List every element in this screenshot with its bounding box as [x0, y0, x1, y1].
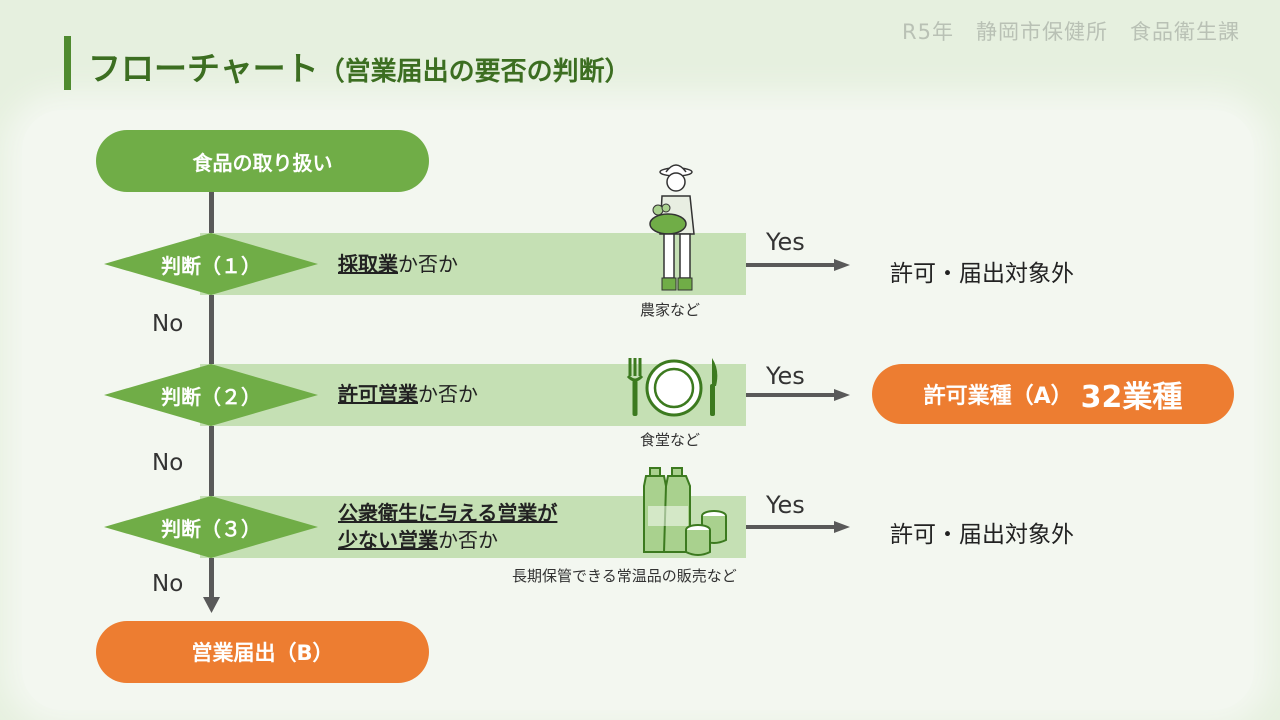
question-3-keyword-2: 少ない営業: [338, 528, 438, 552]
yes-label-2: Yes: [766, 362, 805, 390]
yes-arrow-3: [746, 521, 850, 533]
result-2-permit: 許可業種（A） 32業種: [872, 364, 1234, 424]
caption-2: 食堂など: [640, 431, 701, 449]
end-node: 営業届出（B）: [96, 621, 429, 683]
title-main: フローチャート: [88, 49, 319, 88]
question-3-rest: か否か: [438, 528, 498, 552]
title-accent-bar: [64, 36, 71, 90]
result-2-count: 32業種: [1080, 380, 1183, 415]
start-node: 食品の取り扱い: [96, 130, 429, 192]
question-3: 公衆衛生に与える営業が 少ない営業か否か: [338, 500, 557, 554]
caption-3: 長期保管できる常温品の販売など: [512, 567, 737, 585]
question-2-rest: か否か: [418, 382, 478, 406]
farmer-icon: [649, 164, 695, 291]
question-2: 許可営業か否か: [338, 381, 478, 408]
page-title: フローチャート（営業届出の要否の判断）: [88, 42, 631, 90]
yes-arrow-2: [746, 389, 850, 401]
caption-1: 農家など: [640, 301, 701, 319]
yes-arrow-1: [746, 259, 850, 271]
no-label-3: No: [152, 571, 184, 597]
result-1: 許可・届出対象外: [890, 261, 1074, 287]
fork-plate-knife-icon: [626, 358, 718, 417]
yes-label-3: Yes: [766, 491, 805, 519]
title-subtitle: （営業届出の要否の判断）: [318, 57, 631, 87]
bottles-cans-icon: [643, 467, 727, 556]
no-label-2: No: [152, 450, 184, 476]
yes-label-1: Yes: [766, 228, 805, 256]
question-2-keyword: 許可営業: [338, 382, 418, 406]
result-3: 許可・届出対象外: [890, 522, 1074, 548]
no-label-1: No: [152, 311, 184, 337]
question-1-rest: か否か: [398, 252, 458, 276]
question-3-keyword: 公衆衛生に与える営業が: [338, 501, 558, 525]
question-1: 採取業か否か: [338, 251, 458, 278]
question-1-keyword: 採取業: [338, 252, 398, 276]
header-meta: R5年 静岡市保健所 食品衛生課: [902, 20, 1240, 44]
trunk-arrowhead: [203, 597, 220, 613]
result-2-text: 許可業種（A）: [923, 384, 1073, 409]
